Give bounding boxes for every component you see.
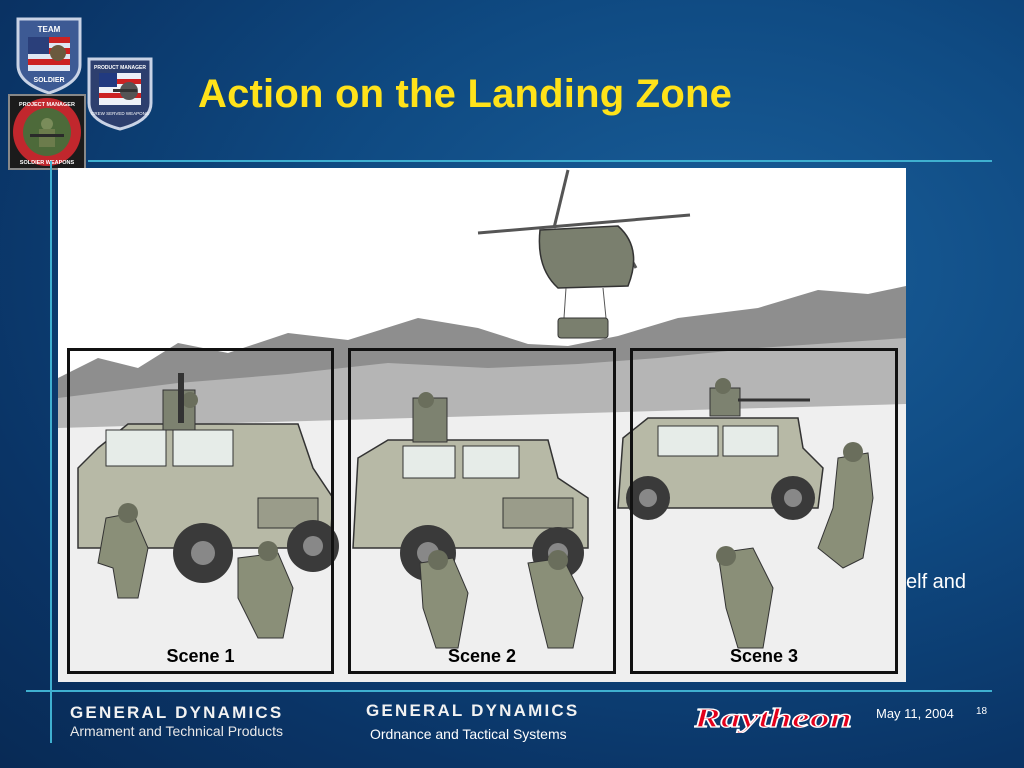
crew-served-label: CREW SERVED WEAPONS bbox=[91, 111, 149, 116]
landing-zone-illustration: Scene 1 Scene 2 Scene 3 bbox=[58, 168, 906, 682]
left-rule bbox=[50, 161, 52, 743]
pm-crew-served-weapons-badge: PRODUCT MANAGER CREW SERVED WEAPONS bbox=[85, 55, 155, 131]
team-label: TEAM bbox=[38, 25, 61, 34]
page-number: 18 bbox=[976, 706, 988, 717]
gd-atp-logo-subtitle: Armament and Technical Products bbox=[70, 723, 283, 739]
pm-soldier-weapons-label: PROJECT MANAGER bbox=[19, 102, 75, 108]
scene-3-frame: Scene 3 bbox=[630, 348, 898, 674]
scene-3-label: Scene 3 bbox=[729, 646, 799, 666]
soldier-weapons-label: SOLDIER WEAPONS bbox=[20, 160, 75, 166]
scene-1-drawing bbox=[77, 373, 339, 639]
top-rule bbox=[88, 160, 992, 162]
scene-2-drawing bbox=[352, 392, 589, 649]
pm-soldier-weapons-badge: PROJECT MANAGER SOLDIER WEAPONS bbox=[8, 94, 86, 170]
gd-ots-logo-subtitle: Ordnance and Tactical Systems bbox=[370, 726, 567, 742]
raytheon-wordmark: Raytheon bbox=[694, 703, 852, 733]
scene-1-frame: Scene 1 bbox=[67, 348, 334, 674]
bottom-rule bbox=[26, 690, 992, 692]
pm-crew-served-label: PRODUCT MANAGER bbox=[94, 65, 146, 71]
soldier-label: SOLDIER bbox=[33, 77, 64, 84]
slide-date: May 11, 2004 bbox=[876, 706, 954, 721]
gd-atp-logo-name: GENERAL DYNAMICS bbox=[70, 703, 284, 722]
gd-ots-logo-name: GENERAL DYNAMICS bbox=[366, 701, 580, 720]
body-text-fragment: self and bbox=[896, 571, 967, 593]
raytheon-logo: Raytheon bbox=[692, 701, 854, 733]
helicopter bbox=[477, 169, 691, 339]
scene-2-frame: Scene 2 bbox=[348, 348, 616, 674]
scene-3-drawing bbox=[617, 378, 874, 649]
scene-1-label: Scene 1 bbox=[166, 646, 235, 666]
team-soldier-badge: TEAM SOLDIER bbox=[14, 15, 84, 95]
scene-2-label: Scene 2 bbox=[447, 646, 517, 666]
slide-title: Action on the Landing Zone bbox=[198, 72, 733, 116]
